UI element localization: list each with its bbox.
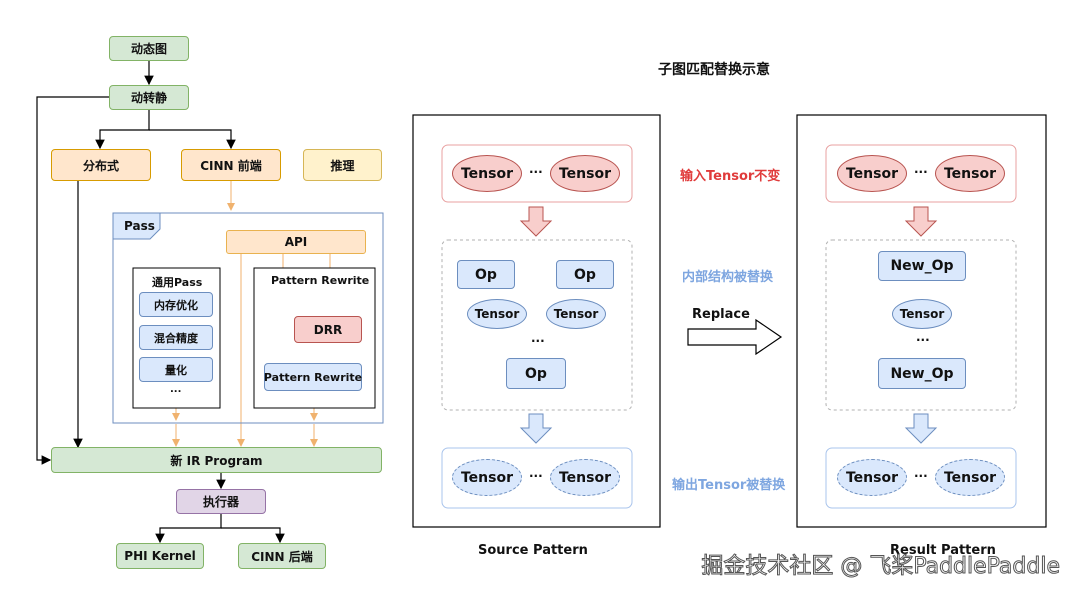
res-input-tensor-2: Tensor [935, 155, 1005, 192]
src-inner-tensor-1: Tensor [467, 299, 527, 329]
mem-opt-node: 内存优化 [139, 292, 213, 317]
inference-node: 推理 [303, 149, 382, 181]
res-new-op-1: New_Op [878, 251, 966, 281]
executor-node: 执行器 [176, 489, 266, 514]
src-op-1: Op [457, 260, 515, 289]
res-inner-tensor: Tensor [892, 299, 952, 329]
src-output-ellipsis: ... [529, 466, 543, 480]
src-output-tensor-1: Tensor [452, 459, 522, 496]
mixed-precision-node: 混合精度 [139, 325, 213, 350]
res-input-tensor-1: Tensor [837, 155, 907, 192]
output-note: 输出Tensor被替换 [672, 478, 786, 493]
edge-exec-phi [155, 514, 222, 544]
drr-node: DRR [294, 316, 362, 343]
watermark: 掘金技术社区 @ 飞桨PaddlePaddle [701, 554, 1061, 580]
res-output-tensor-1: Tensor [837, 459, 907, 496]
edge-d2s-cinn [149, 129, 236, 150]
src-output-tensor-2: Tensor [550, 459, 620, 496]
edge-d2s-newir [36, 96, 110, 465]
src-inner-ellipsis: ... [531, 331, 545, 345]
general-pass-ellipsis: ... [170, 384, 182, 395]
src-op-2: Op [556, 260, 614, 289]
res-output-ellipsis: ... [914, 466, 928, 480]
res-inner-ellipsis: ... [916, 330, 930, 344]
down-arrow-red-res [904, 206, 938, 237]
phi-kernel-node: PHI Kernel [116, 543, 204, 569]
inner-note: 内部结构被替换 [682, 270, 774, 285]
result-pattern-label: Result Pattern [890, 543, 996, 558]
src-input-tensor-2: Tensor [550, 155, 620, 192]
replace-label: Replace [692, 307, 750, 322]
edge-exec-cinn [221, 527, 285, 544]
pattern-rewrite-title: Pattern Rewrite [271, 274, 370, 287]
pass-label: Pass [124, 219, 155, 233]
src-op-3: Op [506, 358, 566, 389]
dygraph-node: 动态图 [109, 36, 189, 61]
general-pass-title: 通用Pass [152, 276, 203, 289]
down-arrow-blue-src [519, 413, 553, 444]
pass-container [112, 212, 384, 424]
quant-node: 量化 [139, 357, 213, 382]
distributed-node: 分布式 [51, 149, 151, 181]
edge-d2s-split [95, 110, 150, 150]
input-note: 输入Tensor不变 [680, 169, 781, 184]
src-inner-tensor-2: Tensor [546, 299, 606, 329]
src-input-ellipsis: ... [529, 162, 543, 176]
down-arrow-red-src [519, 206, 553, 237]
replace-arrow [687, 318, 783, 356]
api-node: API [226, 230, 366, 254]
new-ir-program-node: 新 IR Program [51, 447, 382, 473]
res-output-tensor-2: Tensor [935, 459, 1005, 496]
d2s-node: 动转静 [109, 85, 189, 110]
down-arrow-blue-res [904, 413, 938, 444]
res-input-ellipsis: ... [914, 162, 928, 176]
cinn-frontend-node: CINN 前端 [181, 149, 281, 181]
source-pattern-label: Source Pattern [478, 543, 588, 558]
replace-title: 子图匹配替换示意 [658, 62, 770, 78]
cinn-backend-node: CINN 后端 [238, 543, 326, 569]
pattern-rewrite-node: Pattern Rewrite [264, 363, 362, 391]
src-input-tensor-1: Tensor [452, 155, 522, 192]
res-new-op-2: New_Op [878, 358, 966, 389]
